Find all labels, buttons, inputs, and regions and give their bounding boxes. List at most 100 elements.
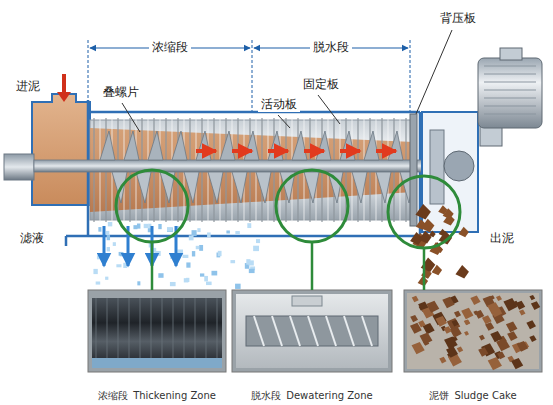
flight-view xyxy=(308,316,318,346)
zoom-line xyxy=(151,242,154,290)
droplet xyxy=(105,277,108,280)
flight xyxy=(100,131,115,160)
photo-frame xyxy=(88,290,226,372)
droplet xyxy=(192,251,195,256)
shaft-stub xyxy=(4,154,34,180)
water xyxy=(92,358,222,368)
droplet xyxy=(93,269,97,274)
cake-chunk xyxy=(446,346,458,357)
ring-edge xyxy=(96,298,97,360)
photo-frame xyxy=(404,290,542,372)
droplet xyxy=(235,284,241,289)
cake-chunk xyxy=(482,315,492,324)
leader-line xyxy=(278,115,290,128)
flight xyxy=(292,131,307,160)
droplet xyxy=(108,222,112,226)
flight xyxy=(208,172,223,203)
droplet xyxy=(218,251,222,256)
flight-view xyxy=(344,316,354,346)
cake-chunk xyxy=(426,301,439,313)
caption-zh: 泥饼 xyxy=(429,390,449,402)
filtrate-arrow xyxy=(103,226,106,266)
photos xyxy=(88,170,542,372)
motor-fin xyxy=(484,106,536,107)
motor-fin xyxy=(484,90,536,91)
droplet xyxy=(158,224,161,229)
cake-chunk xyxy=(465,320,471,325)
droplet xyxy=(235,231,239,234)
droplet xyxy=(177,250,183,255)
flight xyxy=(136,172,151,203)
cake-chunk xyxy=(435,316,447,327)
flight xyxy=(268,131,283,160)
gearbox-frame xyxy=(422,112,478,232)
sludge-chunk xyxy=(458,227,468,237)
droplet xyxy=(248,260,253,265)
caption-row: 泥饼Sludge Cake xyxy=(398,390,548,402)
motor-mount xyxy=(480,126,502,146)
flow-arrow xyxy=(196,149,216,153)
droplet xyxy=(197,228,200,232)
caption-en: Dewatering Zone xyxy=(286,390,372,402)
droplet xyxy=(207,232,211,237)
photo xyxy=(88,290,226,372)
tray xyxy=(407,293,539,369)
outlet-label: 出泥 xyxy=(490,232,514,246)
flight xyxy=(220,131,235,160)
leader-lines xyxy=(122,30,452,132)
droplet xyxy=(97,255,101,259)
cake-chunk xyxy=(488,357,502,370)
cake-chunk xyxy=(457,347,463,353)
ring-edge xyxy=(217,298,218,360)
part-label: 固定板 xyxy=(300,78,342,92)
droplet xyxy=(211,271,217,276)
zoom-circle xyxy=(276,170,348,242)
cake-chunk xyxy=(452,320,459,327)
droplet xyxy=(137,281,140,285)
flange xyxy=(430,130,444,204)
sludge-chunk xyxy=(419,231,432,244)
droplet xyxy=(249,269,255,273)
droplet xyxy=(167,227,173,231)
zoom-line xyxy=(423,248,426,290)
cake-chunk xyxy=(490,331,502,342)
part-label: 叠螺片 xyxy=(100,86,142,100)
cake-chunk xyxy=(475,310,484,319)
leader-line xyxy=(416,30,452,114)
ring-edge xyxy=(129,298,130,360)
droplet xyxy=(106,231,109,235)
caption-zh: 脱水段 xyxy=(251,390,281,402)
ring-edge xyxy=(173,298,174,360)
droplet xyxy=(200,273,204,276)
ring-edge xyxy=(206,298,207,360)
flight xyxy=(388,131,403,160)
motor-fin xyxy=(484,98,536,99)
cake-chunk xyxy=(412,296,419,303)
droplet xyxy=(158,273,163,278)
motor-fin xyxy=(484,74,536,75)
droplet xyxy=(116,264,121,267)
flight-view xyxy=(254,316,264,346)
droplet xyxy=(144,224,149,228)
bracket xyxy=(292,296,322,306)
photo-frame xyxy=(232,290,392,372)
ring-edge xyxy=(107,298,108,360)
droplet xyxy=(107,235,110,240)
flow-arrows xyxy=(196,151,396,152)
flow-arrow xyxy=(376,149,396,153)
droplet xyxy=(206,282,212,286)
droplet xyxy=(170,282,176,286)
droplet xyxy=(186,278,189,282)
flight xyxy=(256,172,271,203)
caption-row: 浓缩段Thickening Zone xyxy=(80,390,234,402)
droplet xyxy=(133,225,137,229)
frame xyxy=(66,100,420,246)
droplet xyxy=(167,228,173,232)
screw-shaft xyxy=(34,160,434,172)
cake-chunk xyxy=(526,320,536,329)
cake-chunk xyxy=(478,347,488,357)
flight xyxy=(124,131,139,160)
cake-chunk xyxy=(464,331,469,336)
cake-chunk xyxy=(497,352,505,360)
